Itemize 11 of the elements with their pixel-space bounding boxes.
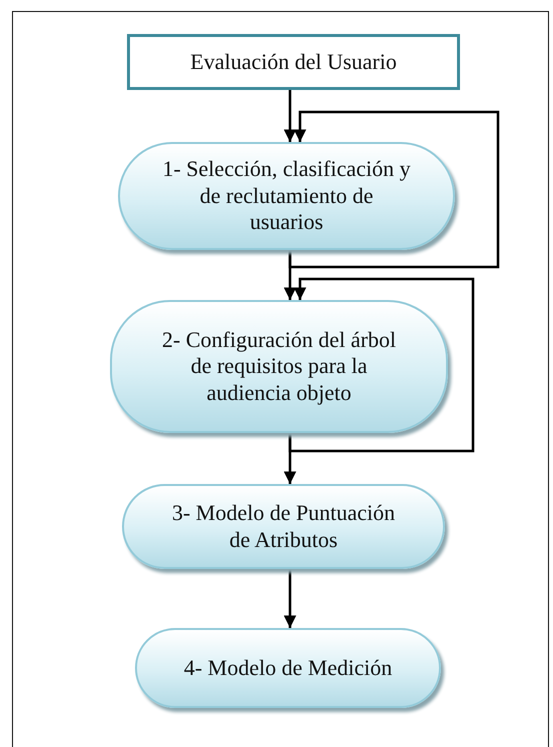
process-box: Evaluación del Usuario	[127, 34, 460, 90]
process-pill: 1- Selección, clasificación y de reclutamiento de usuarios	[118, 142, 455, 250]
arrow	[284, 433, 296, 484]
arrow	[284, 250, 296, 300]
feedback-arrow	[288, 278, 474, 452]
process-pill: 2- Configuración del árbol de requisitos para la audiencia objeto	[110, 300, 448, 433]
process-pill: 4- Modelo de Medición	[135, 628, 441, 708]
arrow	[284, 90, 296, 142]
process-pill: 3- Modelo de Puntuación de Atributos	[122, 484, 445, 569]
feedback-arrow	[288, 110, 500, 268]
arrow	[284, 569, 296, 628]
